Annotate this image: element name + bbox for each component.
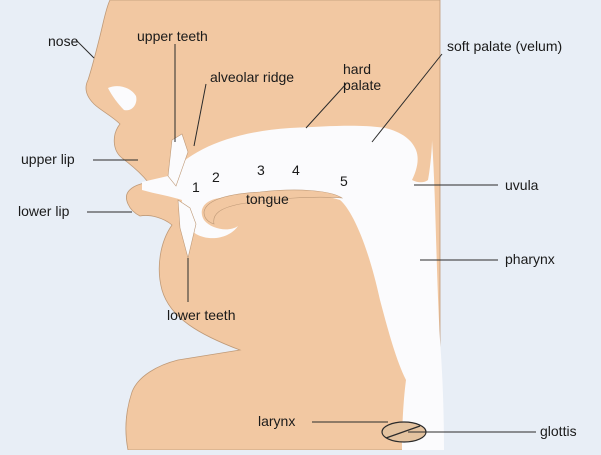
alveolar-ridge-leader — [193, 83, 207, 147]
lower-teeth — [177, 199, 197, 259]
tongue-position-2: 2 — [212, 169, 220, 185]
upper-lip-label: upper lip — [21, 151, 75, 167]
larynx-label: larynx — [258, 413, 295, 429]
lower-lip-label: lower lip — [18, 203, 70, 219]
pharynx-label: pharynx — [505, 251, 555, 267]
nose-leader — [75, 39, 95, 59]
upper-teeth-label: upper teeth — [137, 28, 208, 44]
nostril — [108, 86, 137, 111]
lower-teeth-label: lower teeth — [167, 307, 235, 323]
soft-palate-leader — [371, 53, 443, 143]
hard-palate-label-line1: hard — [343, 61, 371, 77]
hard-palate-label-line2: palate — [343, 77, 381, 93]
upper-teeth — [167, 133, 189, 187]
glottis-slit — [385, 425, 421, 439]
tongue-label: tongue — [246, 191, 289, 207]
tongue-position-1: 1 — [192, 179, 200, 195]
tongue-position-3: 3 — [257, 162, 265, 178]
glottis-label: glottis — [540, 423, 577, 439]
hard-palate-leader — [305, 83, 347, 129]
uvula-label: uvula — [505, 177, 539, 193]
vocal-tract-cavity — [142, 125, 444, 450]
tongue-position-4: 4 — [292, 162, 300, 178]
nose-label: nose — [48, 33, 79, 49]
tongue-tip — [203, 189, 344, 225]
tongue-position-5: 5 — [340, 173, 348, 189]
alveolar-ridge-label: alveolar ridge — [210, 69, 294, 85]
soft-palate-label: soft palate (velum) — [447, 38, 562, 54]
